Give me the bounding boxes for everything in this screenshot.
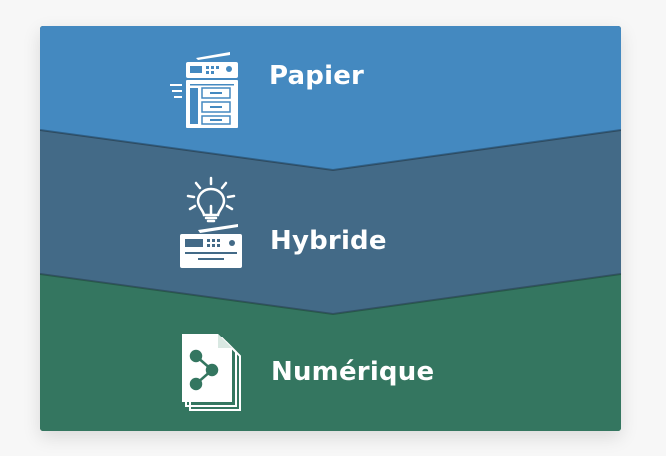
printer-copier-icon bbox=[170, 52, 238, 128]
step-label-numerique: Numérique bbox=[271, 357, 435, 387]
lightbulb-scanner-icon bbox=[180, 176, 242, 268]
band-papier bbox=[40, 26, 621, 170]
process-card: Papier bbox=[40, 26, 621, 431]
band-divider-1 bbox=[40, 129, 621, 172]
step-label-hybride: Hybride bbox=[270, 226, 387, 256]
band-divider-2 bbox=[40, 273, 621, 316]
digital-documents-share-icon bbox=[182, 334, 241, 411]
step-label-papier: Papier bbox=[269, 61, 365, 91]
